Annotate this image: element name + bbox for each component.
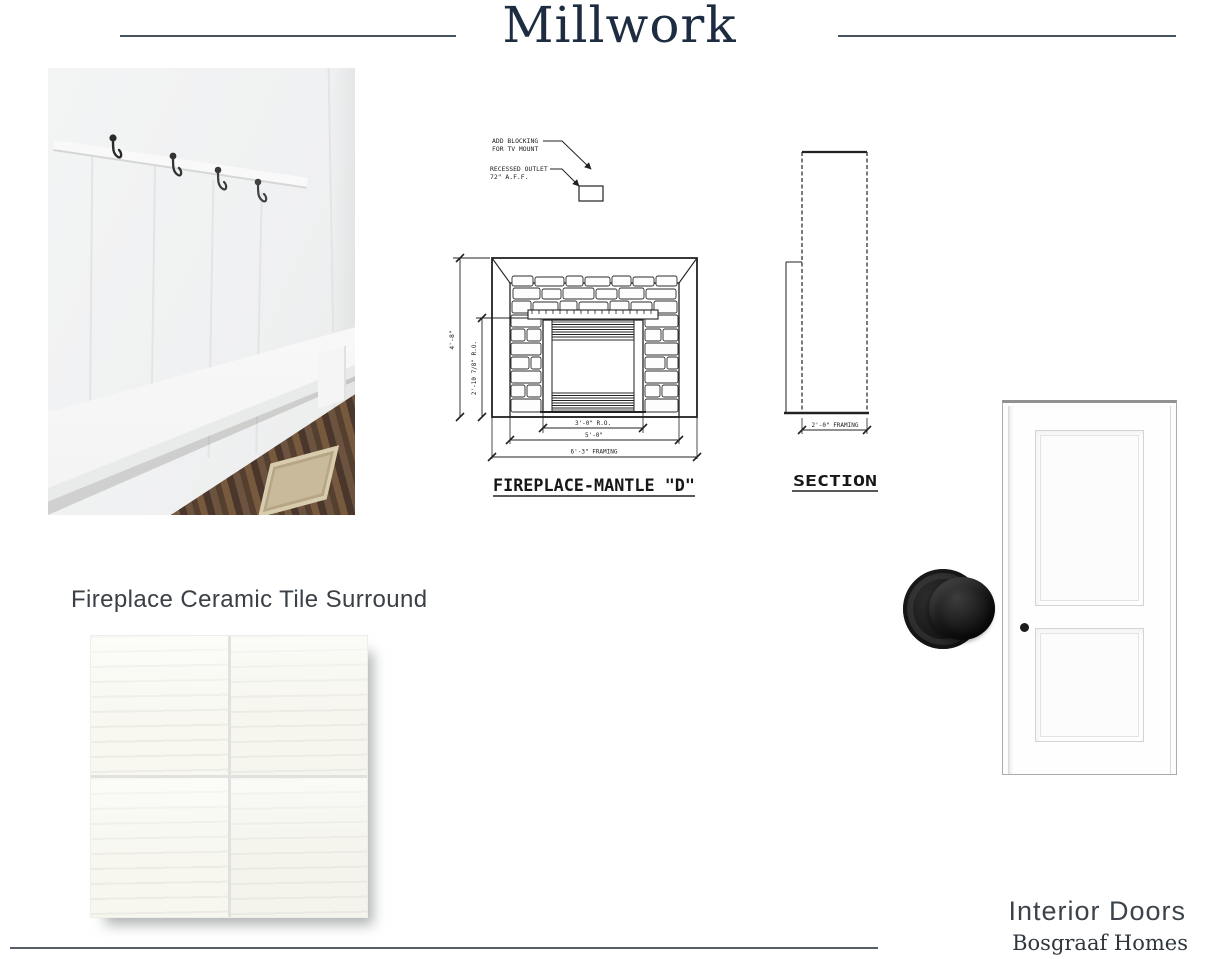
section-ledge: [785, 261, 802, 413]
coat-hook-icon: [254, 178, 268, 203]
tile-section-heading: Fireplace Ceramic Tile Surround: [71, 586, 428, 613]
coat-hook-icon: [169, 152, 183, 177]
leader-line: [543, 140, 592, 170]
door-panel-top: [1035, 430, 1144, 606]
mudroom-bench-photo: [48, 68, 355, 515]
door-panel-inner: [1040, 435, 1139, 601]
bottom-dim-ticks: [487, 423, 702, 462]
tile: [91, 636, 228, 775]
interior-door-image: [1002, 400, 1177, 775]
bench-bracket: [318, 345, 347, 409]
louver-lines-top: [552, 323, 634, 338]
frame-miters: [491, 257, 698, 284]
brand-name: Bosgraaf Homes: [1012, 931, 1188, 955]
door-panel-inner: [1040, 633, 1139, 737]
door-slab: [1008, 406, 1171, 774]
section-dim-text: 2'-0" FRAMING: [812, 422, 859, 429]
section-dashed-sides: [801, 152, 868, 413]
louver-lines-bottom: [552, 394, 634, 409]
mantle-shelf: [527, 309, 659, 320]
dim-width-framing: 6'-3" FRAMING: [571, 449, 618, 456]
dim-width-ro: 3'-0" R.O.: [575, 420, 611, 427]
section-drawing: 2'-0" FRAMING SECTION: [784, 150, 878, 492]
shelf-dentils: [531, 310, 652, 314]
annotation-outlet-2: 72" A.F.F.: [490, 173, 528, 181]
page-title: Millwork: [502, 0, 737, 54]
section-dim-ext: [801, 418, 868, 434]
stone-veneer: [510, 275, 679, 413]
ceramic-tile-swatch: [90, 635, 368, 918]
recessed-outlet-box: [578, 185, 604, 202]
annotation-outlet-1: RECESSED OUTLET: [490, 165, 548, 173]
tile: [91, 778, 228, 917]
section-label: SECTION: [793, 472, 877, 490]
coat-hook-icon: [214, 166, 228, 191]
leader-line: [550, 168, 580, 187]
dim-width-mantle: 5'-0": [585, 432, 603, 439]
tile: [230, 778, 367, 917]
bottom-dim-lines: [492, 427, 697, 458]
left-dim-lines: [453, 257, 528, 417]
interior-doors-heading: Interior Doors: [1008, 896, 1186, 926]
door-knob-dot: [1020, 623, 1029, 632]
knob-face: [929, 577, 995, 640]
door-panel-bottom: [1035, 628, 1144, 742]
door-knob-image: [903, 566, 999, 654]
title-rule-right: [838, 35, 1176, 37]
section-dim-ticks: [797, 425, 872, 435]
fireplace-drawing-label: FIREPLACE-MANTLE "D": [493, 476, 695, 496]
annotation-tv-blocking-2: FOR TV MOUNT: [492, 145, 538, 153]
title-rule-left: [120, 35, 456, 37]
footer-rule: [10, 947, 878, 949]
annotation-tv-blocking-1: ADD BLOCKING: [492, 137, 538, 145]
dim-extension-lines: [491, 412, 698, 459]
dim-height-ro: 2'-10 7/8" R.O.: [471, 341, 478, 395]
fireplace-mantle-drawing: ADD BLOCKING FOR TV MOUNT RECESSED OUTLE…: [448, 137, 702, 497]
coat-hook-icon: [109, 134, 123, 159]
firebox: [542, 319, 644, 413]
firebox-bottom-louver: [551, 392, 635, 411]
tile: [230, 636, 367, 775]
dim-height-overall: 4'-8": [448, 330, 456, 350]
left-dim-ticks: [455, 253, 487, 422]
